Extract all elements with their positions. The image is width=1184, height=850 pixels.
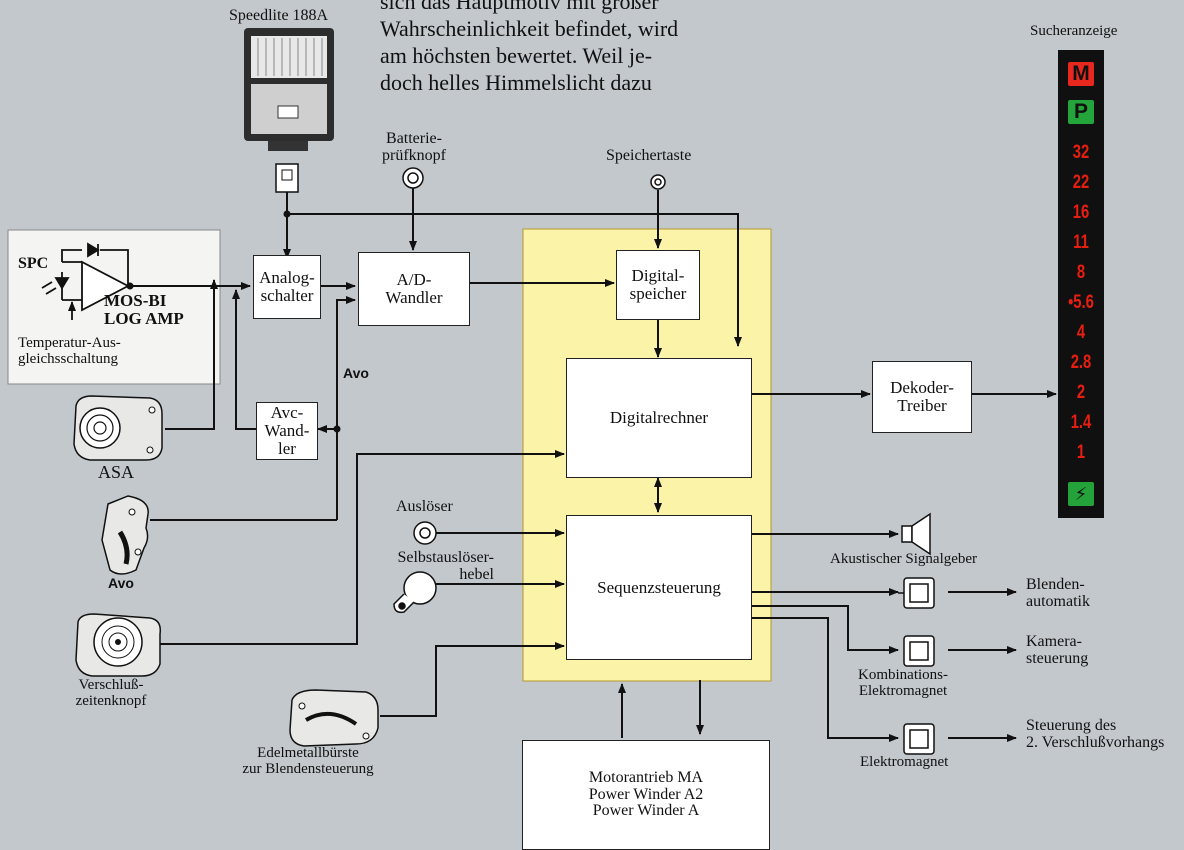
avo-part-label: Avo [108, 575, 134, 591]
aperture-value: 8 [1076, 262, 1086, 283]
avc-converter-box: Avc- Wand- ler [256, 402, 318, 460]
viewfinder-display: M P 32 22 16 11 8 •5.6 4 2.8 2 1.4 1 ⚡ [1058, 50, 1104, 518]
battery-check-label: Batterie- prüfknopf [382, 130, 446, 164]
aperture-automatic-label: Blenden- automatik [1026, 576, 1090, 610]
viewfinder-mode-p: P [1068, 100, 1094, 124]
shutter-release-label: Auslöser [396, 498, 453, 515]
viewfinder-display-label: Sucheranzeige [1030, 23, 1118, 39]
battery-check-knob-icon [402, 167, 424, 189]
speedlite-label: Speedlite 188A [229, 7, 329, 24]
sequence-control-box: Sequenzsteuerung [566, 515, 752, 660]
flash-ready-icon: ⚡ [1068, 482, 1094, 506]
brush-label: Edelmetallbürste zur Blendensteuerung [242, 745, 374, 777]
motor-drive-box: Motorantrieb MA Power Winder A2 Power Wi… [522, 740, 770, 850]
electromagnet-label: Elektromagnet [860, 754, 949, 770]
aperture-value: •5.6 [1068, 292, 1094, 313]
ad-converter-box: A/D- Wandler [358, 252, 470, 326]
avo-line-label: Avo [343, 365, 369, 381]
self-timer-label: Selbstauslöser- hebel [397, 549, 494, 583]
brush-icon [289, 689, 379, 747]
asa-dial-icon [73, 395, 163, 461]
asa-label: ASA [98, 462, 135, 482]
avo-plate-icon [101, 495, 149, 575]
camera-control-label: Kamera- steuerung [1026, 633, 1089, 667]
aperture-value: 22 [1072, 172, 1090, 193]
aperture-value: 11 [1073, 232, 1089, 253]
aperture-value: 2.8 [1070, 352, 1092, 373]
speaker-icon [901, 512, 931, 556]
magnet-curtain-icon [903, 723, 935, 755]
acoustic-signal-label: Akustischer Signalgeber [830, 551, 978, 567]
decoder-driver-box: Dekoder- Treiber [872, 361, 972, 433]
aperture-value: 32 [1072, 142, 1090, 163]
shutter-release-icon [413, 521, 437, 545]
second-curtain-label: Steuerung des 2. Verschlußvorhangs [1026, 717, 1165, 751]
temperature-compensation-label: Temperatur-Aus- gleichsschaltung [18, 335, 121, 367]
spc-module [7, 229, 221, 385]
aperture-value: 4 [1076, 322, 1086, 343]
speedlite-flash-icon [244, 28, 334, 193]
viewfinder-mode-m: M [1068, 62, 1094, 86]
body-text-snippet: sich das Hauptmotiv mit großer Wahrschei… [380, 0, 679, 95]
magnet-combination-icon [903, 635, 935, 667]
memory-key-icon [650, 174, 666, 190]
aperture-value: 1.4 [1070, 412, 1092, 433]
shutter-speed-dial-icon [75, 613, 162, 677]
spc-label: SPC [18, 255, 49, 272]
digital-memory-box: Digital- speicher [616, 250, 700, 320]
aperture-value: 2 [1076, 382, 1086, 403]
memory-key-label: Speichertaste [606, 147, 692, 164]
digital-computer-box: Digitalrechner [566, 358, 752, 478]
mos-bi-log-amp-label: MOS-BI LOG AMP [104, 291, 184, 328]
self-timer-lever-icon [393, 571, 437, 614]
shutter-speed-dial-label: Verschluß- zeitenknopf [75, 677, 147, 709]
aperture-value: 16 [1072, 202, 1090, 223]
combination-magnet-label: Kombinations- Elektromagnet [858, 667, 948, 699]
analog-switch-box: Analog- schalter [253, 255, 321, 319]
aperture-value: 1 [1076, 442, 1086, 463]
spc-amplifier-icon [41, 242, 130, 320]
magnet-aperture-icon [898, 577, 935, 609]
